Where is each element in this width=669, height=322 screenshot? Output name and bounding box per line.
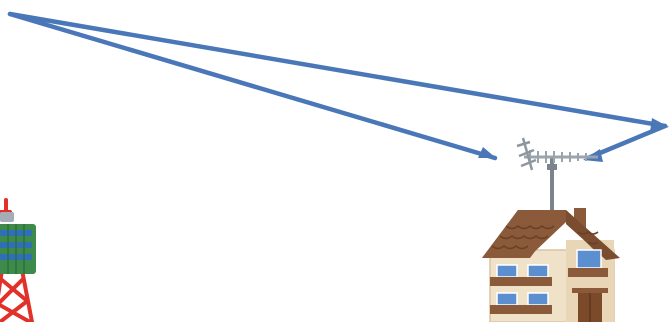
tv-antenna-icon bbox=[517, 138, 598, 212]
broadcast-tower-icon bbox=[0, 200, 36, 322]
house-icon bbox=[482, 208, 620, 322]
direct-arrowhead bbox=[478, 147, 496, 158]
signal-arrows bbox=[10, 14, 669, 162]
